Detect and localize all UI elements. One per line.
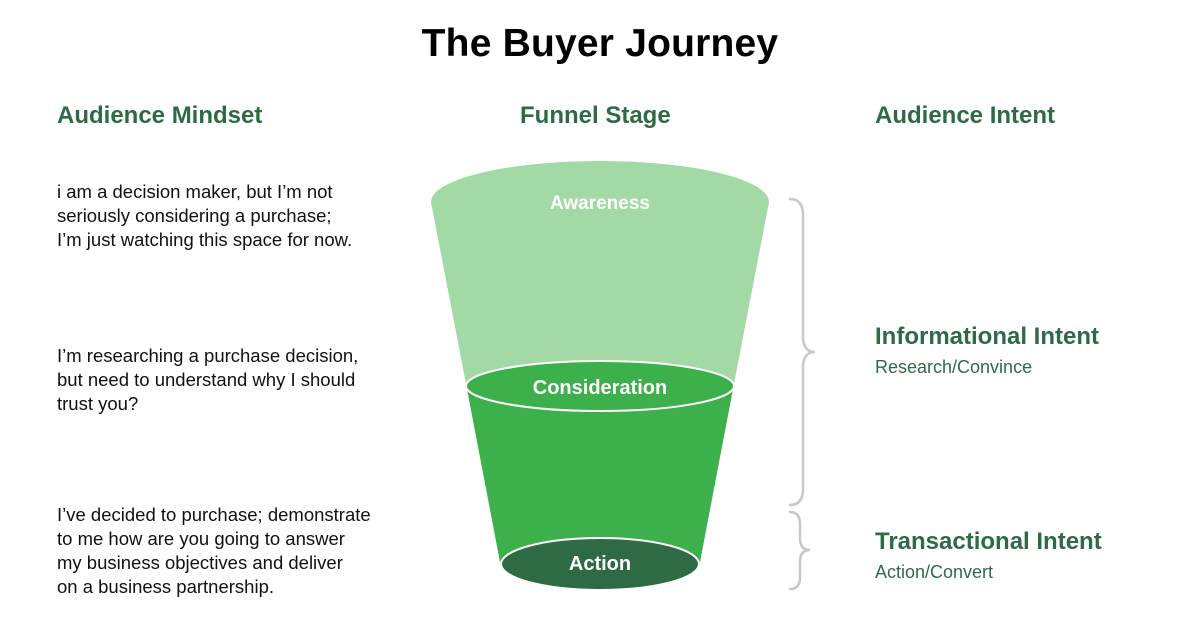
mindset-action-text: I’ve decided to purchase; demonstrate to… <box>57 504 371 597</box>
funnel-consideration-section <box>466 384 734 562</box>
column-header-audience-intent: Audience Intent <box>875 102 1056 129</box>
mindset-consideration-text: I’m researching a purchase decision, but… <box>57 345 359 414</box>
intent-informational-subtitle: Research/Convince <box>875 357 1033 377</box>
bracket-informational <box>788 197 816 507</box>
funnel-action-bottom <box>500 537 700 591</box>
column-header-audience-mindset: Audience Mindset <box>57 102 263 129</box>
bracket-transactional <box>788 510 811 591</box>
intent-informational-title: Informational Intent <box>875 323 1099 350</box>
intent-transactional-title: Transactional Intent <box>875 528 1102 555</box>
funnel-awareness-top <box>431 161 769 243</box>
stage-label-awareness: Awareness <box>550 193 650 214</box>
mindset-awareness-text: i am a decision maker, but I’m not serio… <box>57 181 353 250</box>
page-title: The Buyer Journey <box>421 22 779 65</box>
stage-label-action: Action <box>569 553 631 575</box>
intent-transactional-subtitle: Action/Convert <box>875 562 994 582</box>
column-header-funnel-stage: Funnel Stage <box>520 102 671 129</box>
funnel-awareness-section <box>431 202 769 384</box>
funnel-consideration-top <box>465 360 735 412</box>
stage-label-consideration: Consideration <box>533 377 667 399</box>
